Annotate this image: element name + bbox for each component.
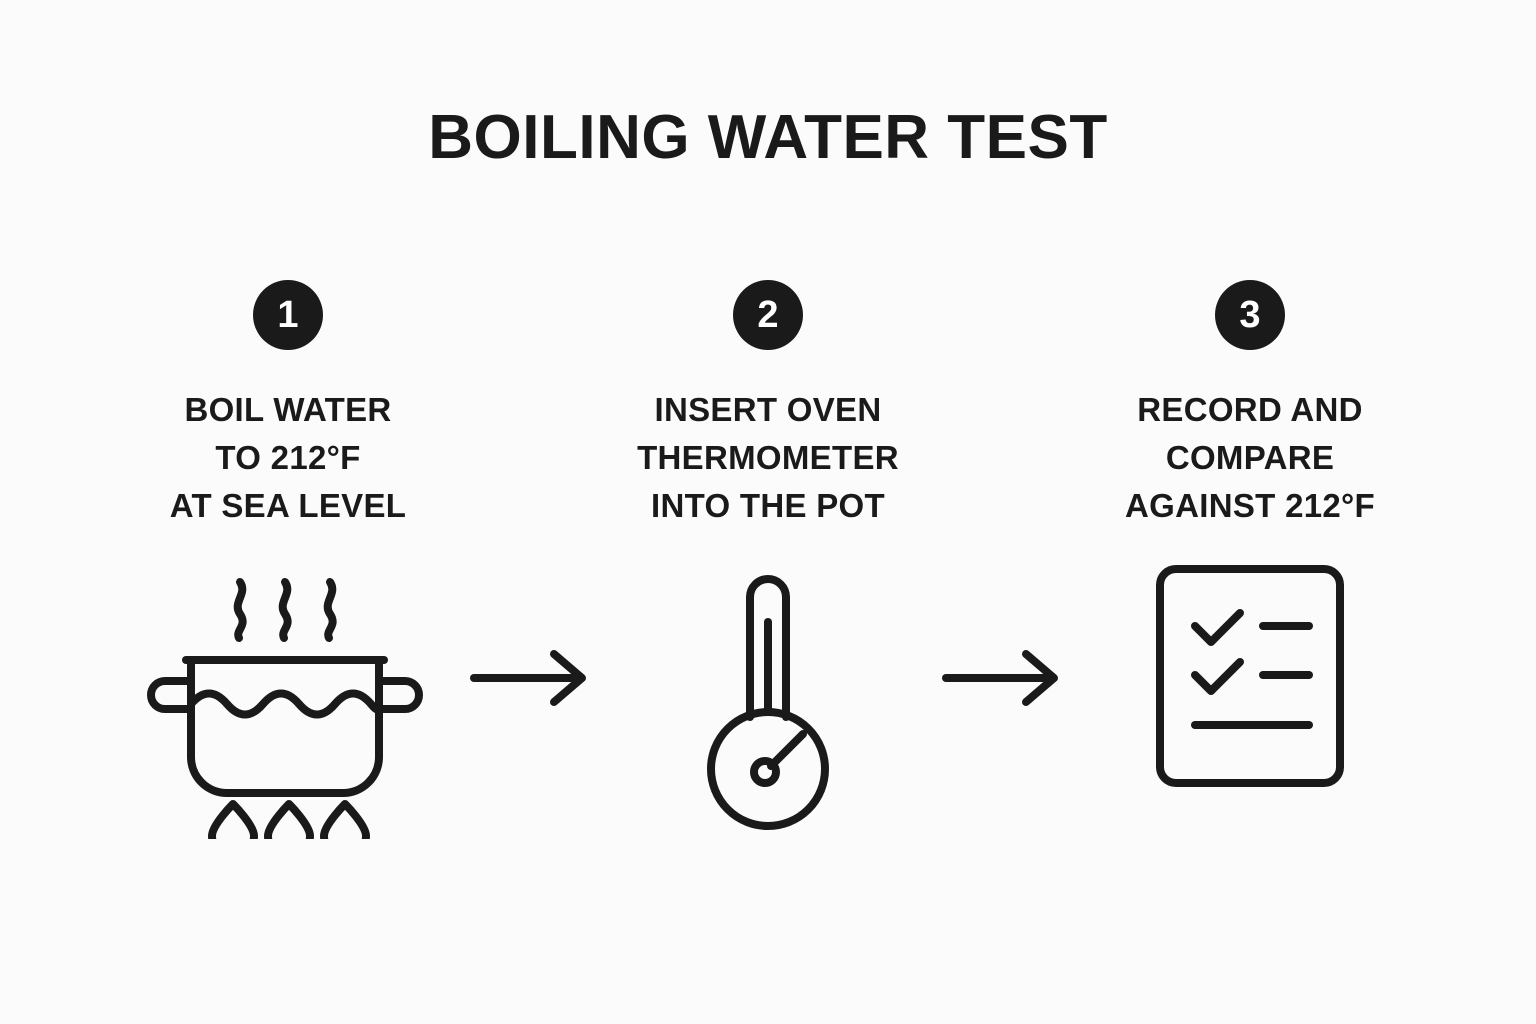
step-2-number-badge: 2	[733, 280, 803, 350]
step-3-label: RECORD AND COMPARE AGAINST 212°F	[1125, 391, 1375, 524]
pot-boiling-water-icon	[147, 578, 423, 839]
arrow-step2-to-step3	[940, 648, 1068, 708]
arrow-right-icon	[470, 650, 586, 706]
step-3-icon-slot	[1155, 564, 1345, 834]
steps-row: 1 BOIL WATER TO 212°F AT SEA LEVEL	[0, 280, 1536, 880]
step-3: 3 RECORD AND COMPARE AGAINST 212°F	[1100, 280, 1400, 834]
step-1-number-badge: 1	[253, 280, 323, 350]
step-1-label: BOIL WATER TO 212°F AT SEA LEVEL	[169, 391, 407, 524]
page-title: BOILING WATER TEST	[428, 103, 1108, 172]
oven-thermometer-icon	[707, 575, 829, 830]
arrow-right-icon	[942, 650, 1058, 706]
step-2-label: INSERT OVEN THERMOMETER INTO THE POT	[637, 391, 899, 524]
step-2: 2 INSERT OVEN THERMOMETER INTO THE POT	[618, 280, 918, 834]
arrow-step1-to-step2	[468, 648, 596, 708]
step-1-icon-slot	[143, 564, 433, 839]
checklist-clipboard-icon	[1156, 565, 1344, 787]
step-2-icon-slot	[693, 564, 843, 834]
step-3-number-badge: 3	[1215, 280, 1285, 350]
step-1: 1 BOIL WATER TO 212°F AT SEA LEVEL	[138, 280, 438, 839]
